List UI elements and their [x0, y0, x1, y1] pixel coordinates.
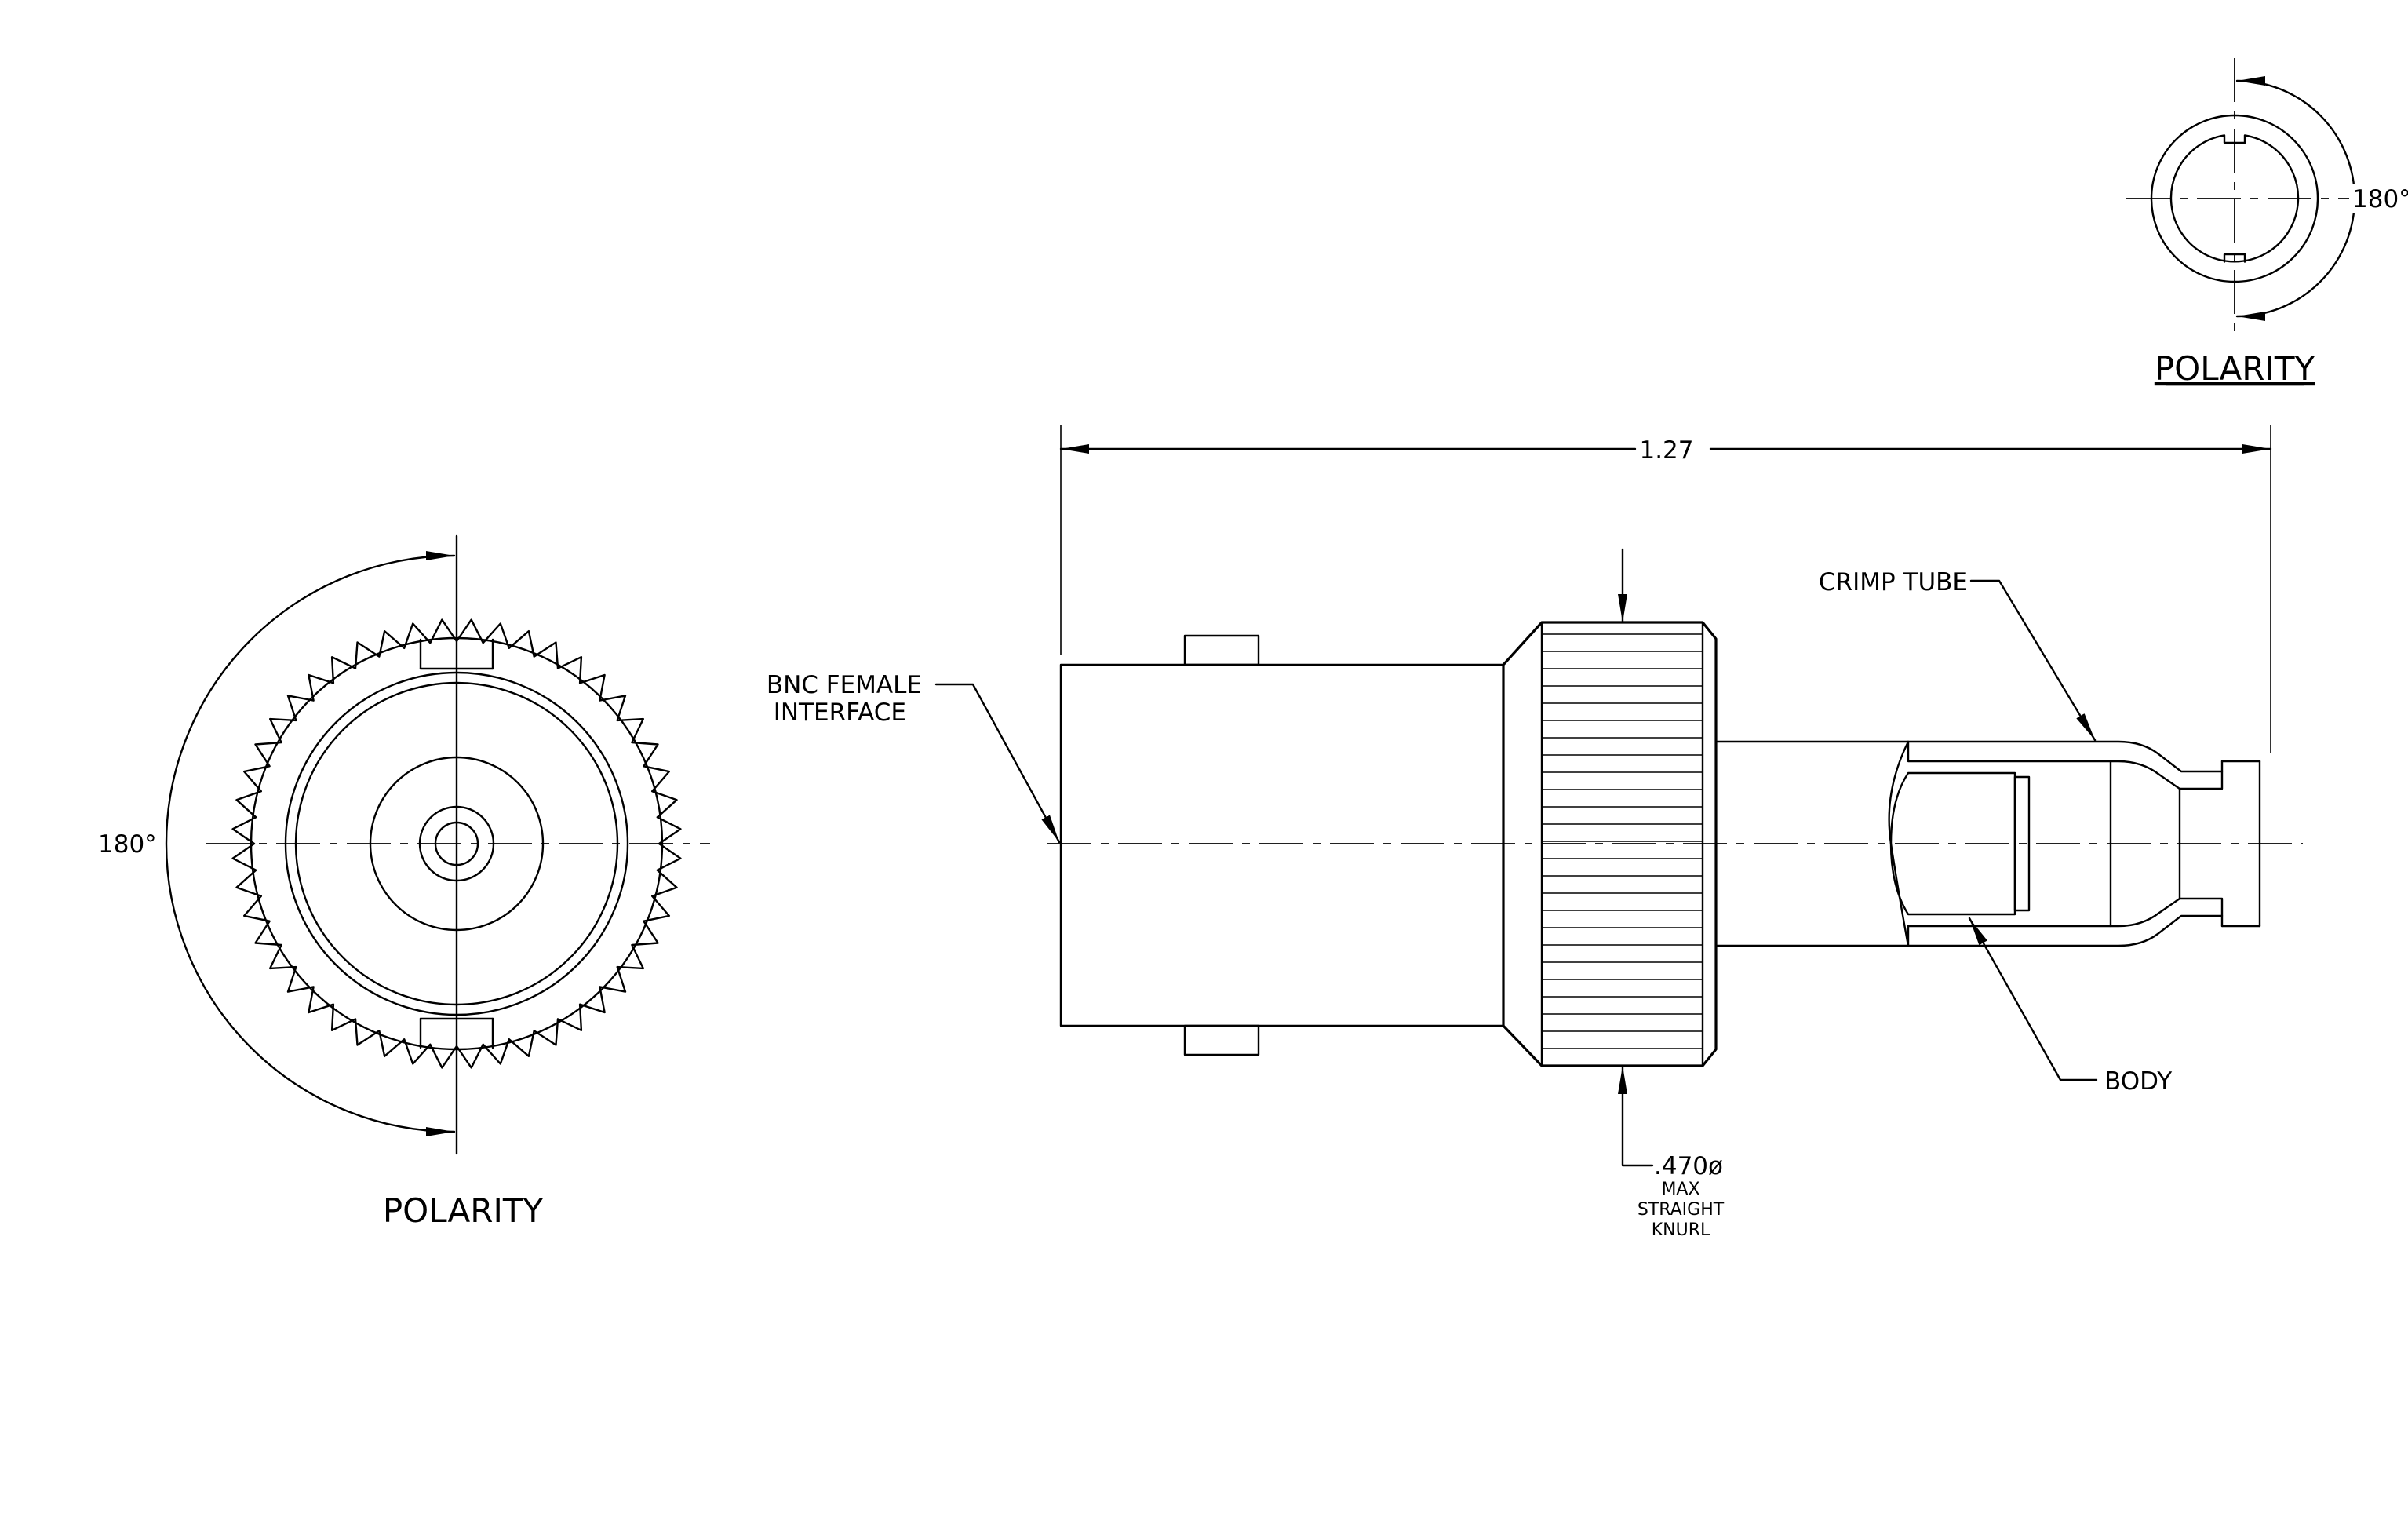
overall-length-label: 1.27: [1639, 436, 1693, 465]
section-break-line: [1888, 740, 1910, 947]
knurl-lines: [1542, 633, 1703, 1049]
knurl-gear-outline: [231, 618, 682, 1069]
connector-side-view: 1.27 .470ø MAX STRAIGHT KNURL BNC FEMALE…: [767, 425, 2303, 1240]
knurl-note-max: MAX: [1661, 1180, 1699, 1199]
polarity-large-title: POLARITY: [383, 1191, 544, 1230]
knurl-note-straight: STRAIGHT: [1638, 1200, 1725, 1220]
polarity-large-angle-label: 180°: [98, 830, 157, 859]
body-label: BODY: [2104, 1067, 2172, 1096]
bnc-interface-body: [1059, 663, 1505, 1027]
body-leader: [1968, 917, 2098, 1081]
polarity-large-view: 180° POLARITY: [94, 534, 710, 1230]
interface-label-line2: INTERFACE: [774, 698, 906, 727]
bayonet-stud-top: [1183, 634, 1260, 666]
polarity-small-title: POLARITY: [2155, 349, 2315, 388]
knurled-nut-outline: [1502, 621, 1718, 1067]
knurl-note-knurl: KNURL: [1652, 1220, 1710, 1240]
interface-leader: [934, 683, 1061, 844]
knurl-dim-leader: [1618, 1064, 1654, 1167]
knurl-diameter-label: .470ø: [1654, 1152, 1723, 1180]
polarity-large-angle-arc: [165, 551, 456, 1136]
polarity-small-view: 180° POLARITY: [2126, 58, 2408, 388]
polarity-small-angle-label: 180°: [2352, 185, 2408, 213]
crimp-tube-wall-bottom: [1907, 897, 2224, 947]
crimp-tube-wall-top: [1907, 740, 2224, 790]
bayonet-stud-bottom: [1183, 1024, 1260, 1056]
interface-label-line1: BNC FEMALE: [767, 671, 922, 699]
crimp-tube-leader: [1969, 579, 2097, 742]
body-insulator: [2013, 775, 2031, 912]
crimp-tube-label: CRIMP TUBE: [1819, 568, 1968, 596]
